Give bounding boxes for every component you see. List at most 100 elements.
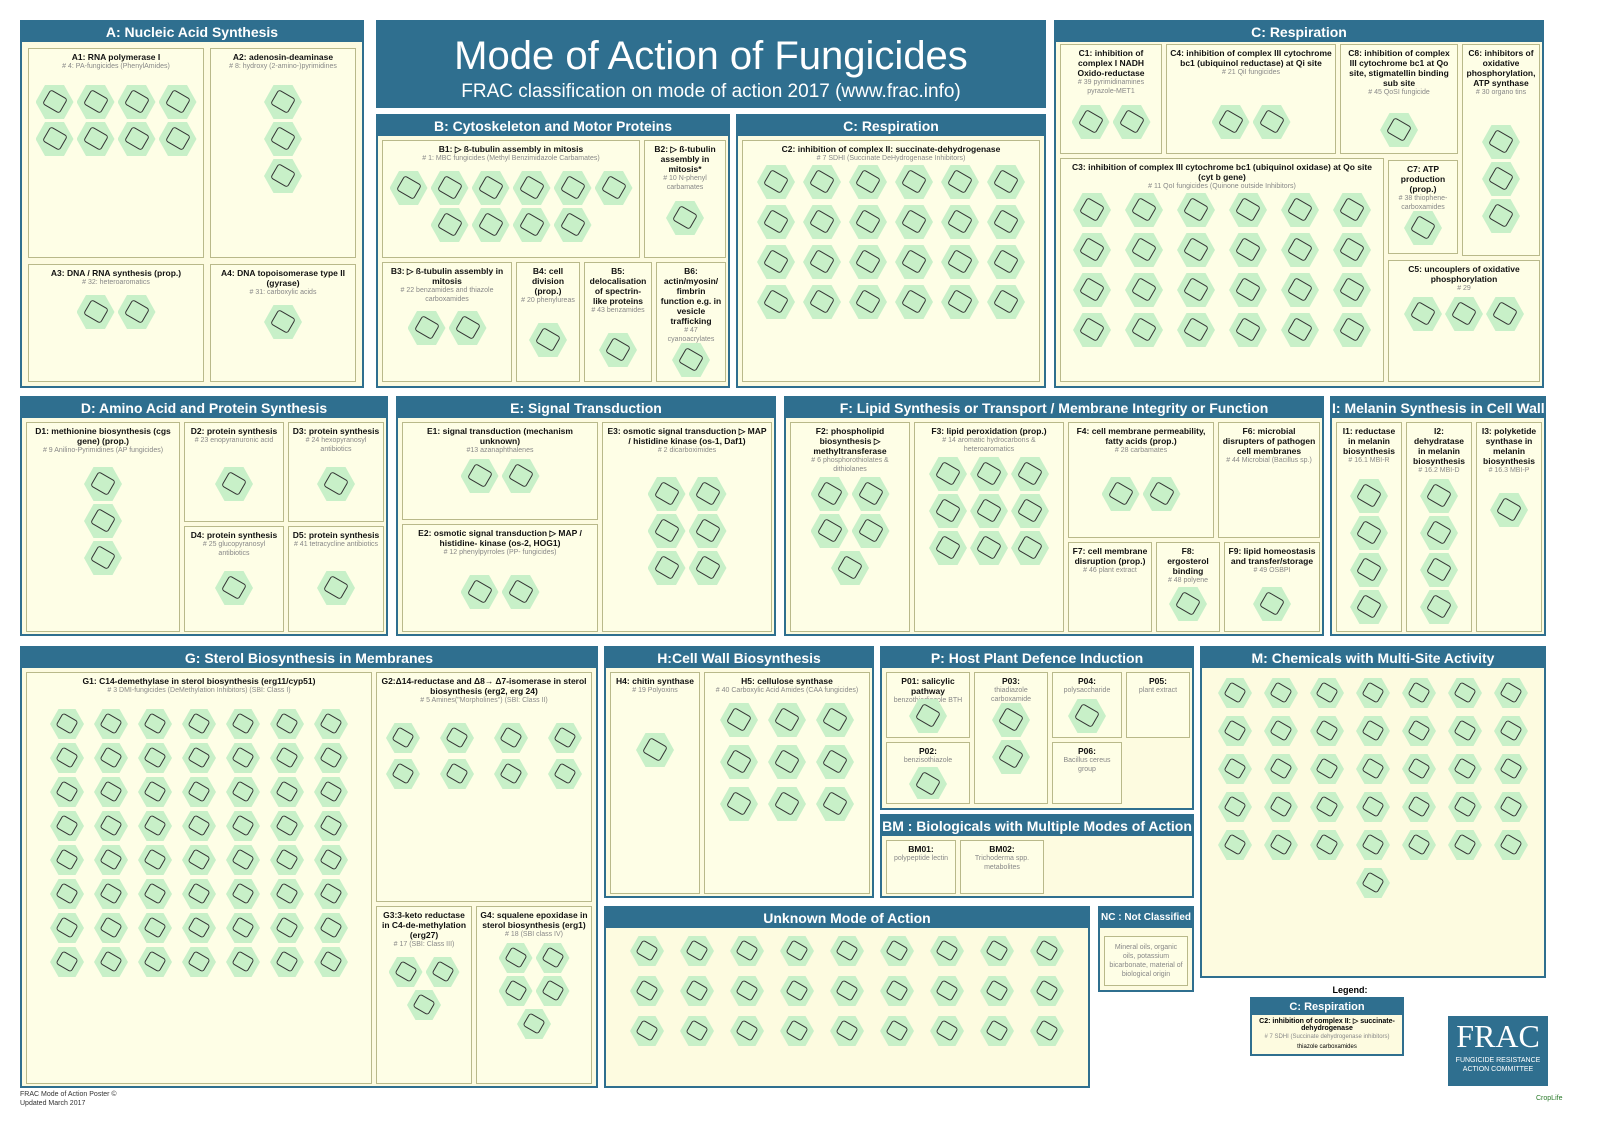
section-a-title: A: Nucleic Acid Synthesis [22, 22, 362, 42]
structure-hexagon [35, 122, 74, 156]
structure-hexagon [314, 709, 348, 739]
structure-hexagon [1142, 477, 1181, 511]
sub-a2: A2: adenosin-deaminase # 8: hydroxy (2-a… [210, 48, 356, 258]
structure-hexagon [50, 913, 84, 943]
structures [979, 703, 1043, 799]
section-e-title: E: Signal Transduction [398, 398, 774, 418]
sub-c5-title: C5: uncouplers of oxidative phosphorylat… [1408, 264, 1520, 284]
sub-e2-title: E2: osmotic signal transduction ▷ MAP / … [418, 528, 582, 548]
structure-hexagon [50, 777, 84, 807]
structure-hexagon [929, 457, 967, 491]
sub-f4: F4: cell membrane permeability, fatty ac… [1068, 422, 1214, 538]
sub-i1-title: I1: reductase in melanin biosynthesis [1342, 426, 1396, 456]
section-p-title: P: Host Plant Defence Induction [882, 648, 1192, 668]
structure-hexagon [1350, 479, 1388, 513]
structure-hexagon [970, 457, 1008, 491]
structure-hexagon [688, 477, 727, 511]
structure-hexagon [226, 845, 260, 875]
sub-c1-class: # 39 pyrimidinamines pyrazole-MET1 [1077, 79, 1145, 95]
structure-hexagon [1071, 105, 1110, 139]
structure-hexagon [1281, 313, 1319, 347]
structure-hexagon [494, 759, 528, 789]
structure-hexagon [980, 1016, 1014, 1046]
sub-b1-title: B1: ▷ ß-tubulin assembly in mitosis [438, 144, 584, 154]
structure-hexagon [647, 477, 686, 511]
sub-c5: C5: uncouplers of oxidative phosphorylat… [1388, 260, 1540, 382]
structure-hexagon [553, 171, 592, 205]
section-unknown-title: Unknown Mode of Action [606, 908, 1088, 928]
structure-hexagon [757, 285, 795, 319]
sub-d4: D4: protein synthesis # 25 glucopyranosy… [184, 526, 284, 632]
structure-hexagon [830, 936, 864, 966]
section-f-title: F: Lipid Synthesis or Transport / Membra… [786, 398, 1322, 418]
structure-hexagon [895, 245, 933, 279]
structure-hexagon [930, 976, 964, 1006]
structure-hexagon [1264, 754, 1298, 784]
sub-nc-text: Mineral oils, organic oils, potassium bi… [1109, 944, 1183, 978]
structures [189, 467, 279, 517]
sub-g1-title: G1: C14-demethylase in sterol biosynthes… [82, 676, 316, 686]
structures [1393, 211, 1453, 249]
structure-hexagon [987, 285, 1025, 319]
structure-hexagon [1011, 494, 1049, 528]
structures [1341, 479, 1397, 627]
structures [649, 201, 721, 253]
structure-hexagon [50, 743, 84, 773]
structure-hexagon [182, 743, 216, 773]
structure-hexagon [270, 743, 304, 773]
sub-p02-class: benzisothiazole [903, 757, 953, 764]
structure-hexagon [138, 845, 172, 875]
sub-h4-title: H4: chitin synthase [616, 676, 694, 686]
structure-hexagon [1264, 716, 1298, 746]
structure-hexagon [264, 122, 302, 156]
section-c-middle-title: C: Respiration [738, 116, 1044, 136]
sub-b2-class: # 10 N-phenyl carbamates [663, 175, 707, 191]
sub-b4: B4: cell division (prop.) # 20 phenylure… [516, 262, 580, 382]
sub-p05: P05: plant extract [1126, 672, 1190, 738]
structure-hexagon [810, 514, 849, 548]
structure-hexagon [768, 787, 806, 821]
structure-hexagon [1068, 699, 1106, 733]
sub-p01-title: P01: salicylic pathway [901, 676, 955, 696]
structures [1481, 493, 1537, 627]
structures [661, 343, 721, 377]
structures [589, 333, 647, 377]
structure-hexagon [780, 1016, 814, 1046]
structure-hexagon [1011, 457, 1049, 491]
structure-hexagon [1356, 868, 1390, 898]
structure-hexagon [1310, 792, 1344, 822]
structure-hexagon [1218, 716, 1252, 746]
sub-c8: C8: inhibition of complex III cytochrome… [1340, 44, 1458, 154]
structure-hexagon [1310, 716, 1344, 746]
structure-hexagon [1229, 313, 1267, 347]
sub-b2-title: B2: ▷ ß-tubulin assembly in mitosis* [654, 144, 716, 174]
sub-f3: F3: lipid peroxidation (prop.) # 14 arom… [914, 422, 1064, 632]
structure-hexagon [138, 913, 172, 943]
sub-p02-title: P02: [919, 746, 937, 756]
structures [407, 459, 593, 515]
sub-p03-class: thiadiazole carboxamide [990, 687, 1032, 703]
structure-hexagon [987, 245, 1025, 279]
structure-hexagon [851, 514, 890, 548]
structure-hexagon [1448, 678, 1482, 708]
structure-hexagon [94, 811, 128, 841]
structure-hexagon [1264, 830, 1298, 860]
structure-hexagon [226, 879, 260, 909]
structure-hexagon [1030, 1016, 1064, 1046]
structures [293, 467, 379, 517]
structure-hexagon [768, 703, 806, 737]
structures [1171, 105, 1331, 149]
structures [795, 477, 905, 627]
frac-logo-text: FRAC [1456, 1018, 1540, 1054]
structure-hexagon [314, 913, 348, 943]
structure-hexagon [50, 845, 84, 875]
structures [407, 575, 593, 627]
structure-hexagon [720, 703, 758, 737]
sub-g1-class: # 3 DMI-fungicides (DeMethylation Inhibi… [107, 687, 291, 694]
structure-hexagon [1253, 587, 1291, 621]
structure-hexagon [512, 171, 551, 205]
structure-hexagon [909, 767, 947, 799]
structure-hexagon [76, 295, 115, 329]
sub-d1-title: D1: methionine biosynthesis (cgs gene) (… [35, 426, 171, 446]
structure-hexagon [314, 947, 348, 977]
